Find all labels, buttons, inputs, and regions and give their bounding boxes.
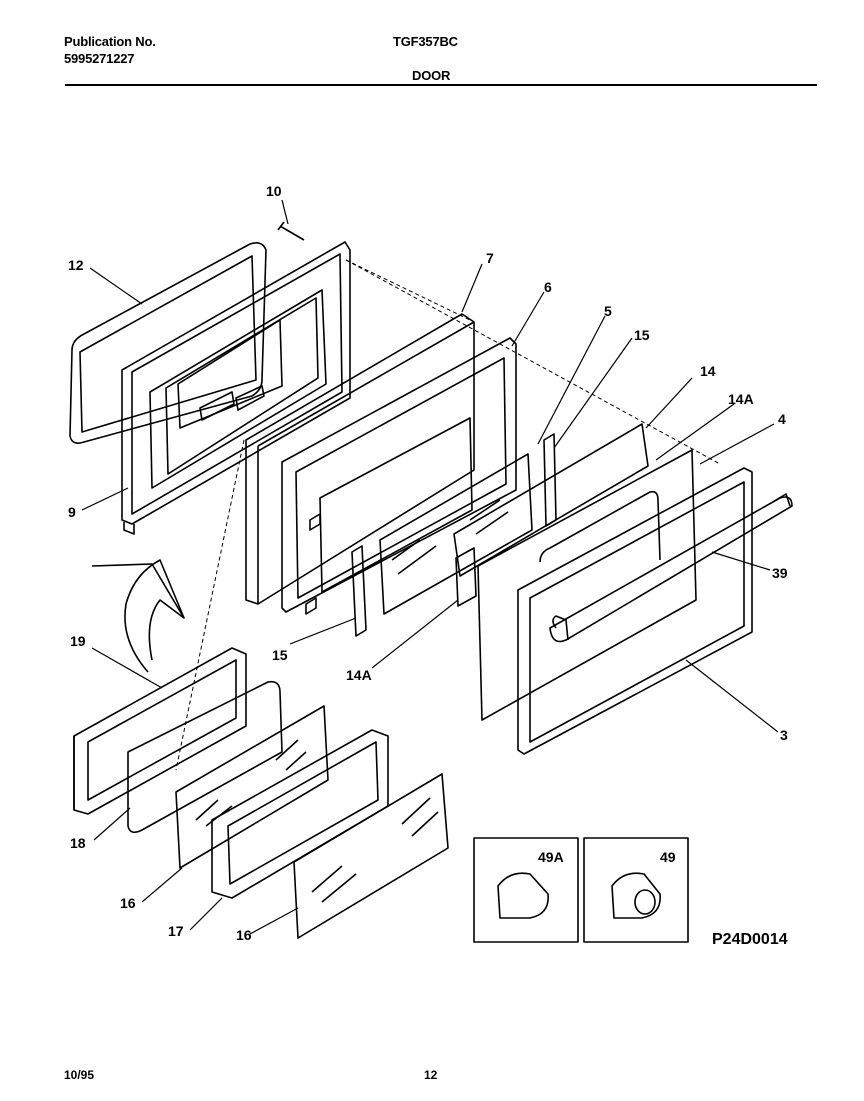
callout-3: 3: [780, 727, 788, 743]
broiler-glass-left-part: [175, 705, 329, 869]
door-frame-part: [517, 467, 753, 755]
callout-12: 12: [68, 257, 84, 273]
callout-15-bottom: 15: [272, 647, 288, 663]
callout-16-left: 16: [120, 895, 136, 911]
inner-door-panel-part: [121, 241, 351, 535]
callout-39: 39: [772, 565, 788, 581]
callout-16-right: 16: [236, 927, 252, 943]
screw-part: [277, 221, 305, 241]
door-liner-part: [281, 337, 517, 615]
hinge-bracket-left-part: [351, 545, 367, 637]
publication-number: 5995271227: [64, 51, 135, 66]
broiler-door-frame-part: [73, 647, 247, 815]
knob-49a-icon: [497, 872, 549, 919]
outer-door-panel-part: [245, 313, 475, 605]
door-gasket-part: [69, 242, 267, 444]
broiler-gasket-part: [127, 680, 283, 834]
section-title: DOOR: [412, 68, 451, 83]
diagram-code: P24D0014: [712, 931, 788, 948]
knob-49-box: [583, 837, 689, 943]
callout-6: 6: [544, 279, 552, 295]
page-number: 12: [424, 1068, 438, 1082]
callout-14a-top: 14A: [728, 391, 754, 407]
publication-label: Publication No.: [64, 34, 156, 49]
outer-glass-part: [477, 449, 697, 721]
footer-date: 10/95: [64, 1068, 95, 1082]
callout-5: 5: [604, 303, 612, 319]
callout-17: 17: [168, 923, 184, 939]
callout-49: 49: [660, 849, 676, 865]
assembly-arrow: [124, 559, 185, 673]
callout-49a: 49A: [538, 849, 564, 865]
header-rule: [65, 84, 817, 86]
shield-part: [455, 547, 477, 607]
insulation-part: [453, 423, 649, 577]
assembly-arrow-head: [91, 563, 185, 619]
callout-19: 19: [70, 633, 86, 649]
callout-14: 14: [700, 363, 716, 379]
callout-15-top: 15: [634, 327, 650, 343]
callout-7: 7: [486, 250, 494, 266]
door-handle-part: [549, 493, 793, 643]
callout-18: 18: [70, 835, 86, 851]
knob-49-icon: [611, 872, 661, 919]
callout-9: 9: [68, 504, 76, 520]
model-number: TGF357BC: [393, 34, 458, 49]
callout-4: 4: [778, 411, 786, 427]
inner-glass-part: [379, 453, 533, 615]
knob-49a-box: [473, 837, 579, 943]
callout-10: 10: [266, 183, 282, 199]
broiler-glass-right-part: [293, 773, 449, 939]
callout-14a-bottom: 14A: [346, 667, 372, 683]
